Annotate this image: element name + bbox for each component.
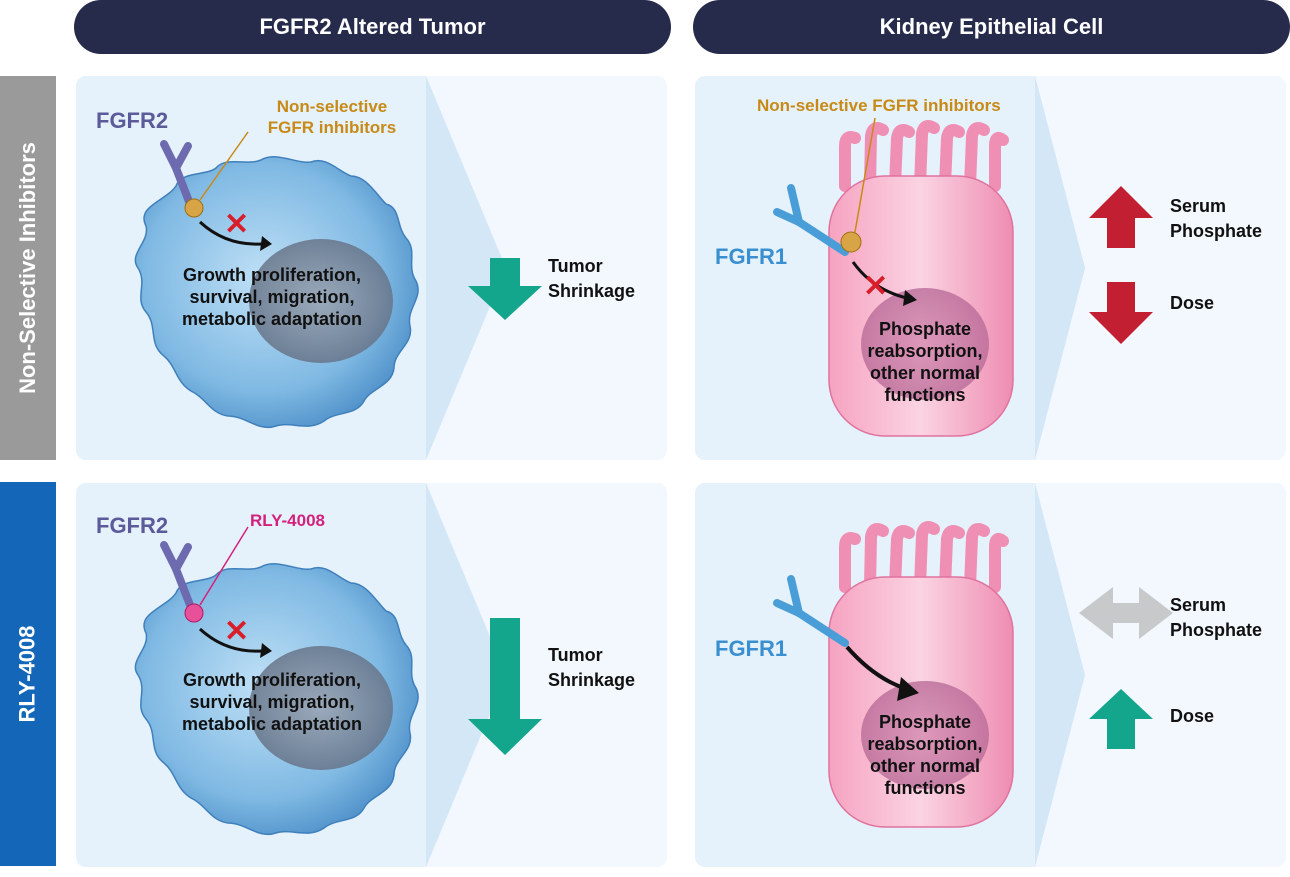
tumor-nucleus [249,646,393,770]
serum-line2: Phosphate [1170,221,1263,241]
effect-line4: functions [884,385,966,405]
signal-arrowhead [897,677,919,701]
inhibitor-label: Non-selective FGFR inhibitors [757,96,1001,115]
outcome-down-arrow-icon [468,258,542,320]
serum-line2: Phosphate [1170,620,1263,640]
outcome-line2: Shrinkage [548,281,636,301]
dose-label: Dose [1170,706,1215,726]
kidney-nucleus [861,681,989,789]
dose-down-arrow-icon [1089,282,1153,344]
column-header-kidney-label: Kidney Epithelial Cell [879,14,1104,39]
inhibitor-label-line1: Non-selective [276,97,388,116]
receptor-label: FGFR2 [96,513,169,538]
fgfr1-receptor-icon [773,575,849,647]
outcome-line1: Tumor [548,645,603,665]
effect-line1: Phosphate [878,319,971,339]
panel-divider-chevron [1035,483,1286,867]
panel-divider-chevron [426,483,667,867]
effect-line3: other normal [869,363,980,383]
effect-label: Phosphate reabsorption, other normal fun… [845,711,1005,799]
outcome-large-down-arrow-icon [468,618,542,755]
effect-line3: metabolic adaptation [181,309,363,329]
blocked-x-icon: ✕ [863,270,888,303]
microvilli [839,521,1009,593]
panel-kidney-nonselective: ✕ FGFR1 Non-selective FGFR inhibitors Ph… [695,76,1286,460]
fgfr2-receptor-icon [160,140,194,208]
serum-label: Serum Phosphate [1170,593,1262,643]
effect-line1: Phosphate [878,712,971,732]
row-header-rly-label: RLY-4008 [15,625,41,723]
panel-kidney-rly: FGFR1 Phosphate reabsorption, other norm… [695,483,1286,867]
outcome-label: Tumor Shrinkage [548,643,635,693]
tumor-nucleus [249,239,393,363]
tumor-cell-illustration: ✕ [134,131,542,429]
column-header-tumor: FGFR2 Altered Tumor [74,0,671,54]
effect-line1: Growth proliferation, [183,265,361,285]
fgfr2-receptor-icon [160,541,194,609]
receptor-label: FGFR2 [96,108,169,133]
rly-dot-icon [184,603,204,623]
inhibitor-label-line2: FGFR inhibitors [267,118,397,137]
serum-line1: Serum [1170,595,1227,615]
kidney-cell-illustration: ✕ [773,117,1153,437]
dose-up-arrow-icon [1089,689,1153,749]
blocked-x-icon: ✕ [224,208,249,241]
column-header-kidney: Kidney Epithelial Cell [693,0,1290,54]
serum-unchanged-arrow-icon [1079,587,1173,639]
row-header-rly: RLY-4008 [0,482,56,866]
microvilli [839,120,1009,192]
row-header-nonselective-label: Non-Selective Inhibitors [15,142,41,394]
signal-arrow [198,627,263,653]
outcome-label: Tumor Shrinkage [548,254,635,304]
panel-tumor-nonselective: ✕ FGFR2 Non-selective FGFR inhibitors Gr… [76,76,667,460]
signal-arrowhead [903,290,917,306]
effect-line1: Growth proliferation, [183,670,361,690]
kidney-cell-illustration [773,521,1173,828]
panel-tumor-rly: ✕ FGFR2 RLY-4008 Growth proliferation, s… [76,483,667,867]
effect-line3: metabolic adaptation [181,714,363,734]
effect-line4: functions [884,778,966,798]
rly-label: RLY-4008 [250,511,325,530]
kidney-nucleus [861,288,989,400]
inhibitor-pointer-line [854,117,876,233]
effect-line2: reabsorption, [867,341,983,361]
signal-arrowhead [260,643,272,658]
effect-line2: survival, migration, [189,692,355,712]
signal-arrowhead [260,236,272,251]
outcome-line2: Shrinkage [548,670,636,690]
inhibitor-label: Non-selective FGFR inhibitors [252,96,412,138]
effect-label: Growth proliferation, survival, migratio… [172,669,372,735]
signal-arrow [198,220,263,246]
effect-line3: other normal [869,756,980,776]
signal-arrow [851,261,908,300]
fgfr1-receptor-icon [773,184,849,256]
row-header-nonselective: Non-Selective Inhibitors [0,76,56,460]
receptor-label: FGFR1 [715,244,788,269]
inhibitor-dot-icon [840,231,862,253]
outcome-line1: Tumor [548,256,603,276]
rly-pointer-line [199,526,249,606]
serum-label: Serum Phosphate [1170,194,1262,244]
blocked-x-icon: ✕ [224,615,249,648]
inhibitor-dot-icon [184,198,204,218]
inhibitor-pointer-line [199,131,249,201]
serum-up-arrow-icon [1089,186,1153,248]
effect-label: Phosphate reabsorption, other normal fun… [845,318,1005,406]
serum-line1: Serum [1170,196,1227,216]
effect-label: Growth proliferation, survival, migratio… [172,264,372,330]
effect-line2: survival, migration, [189,287,355,307]
panel-divider-chevron [1035,76,1286,460]
dose-label: Dose [1170,293,1215,313]
panel-divider-chevron [426,76,667,460]
receptor-label: FGFR1 [715,636,788,661]
tumor-cell-illustration: ✕ [134,526,542,836]
column-header-tumor-label: FGFR2 Altered Tumor [259,14,486,39]
effect-line2: reabsorption, [867,734,983,754]
